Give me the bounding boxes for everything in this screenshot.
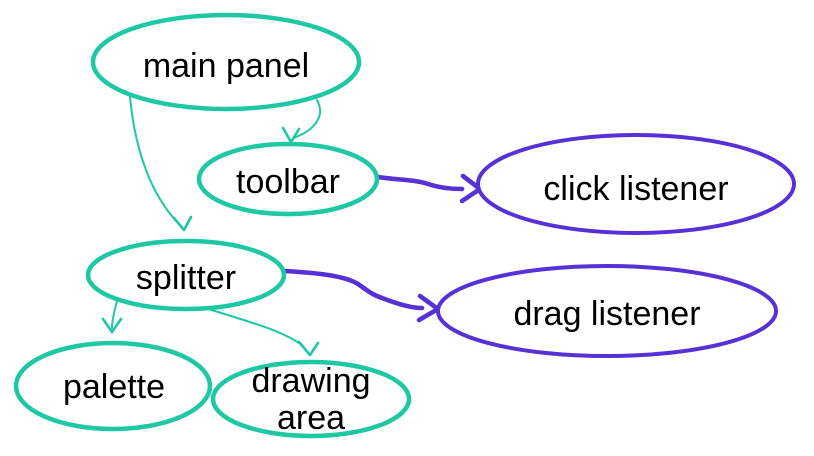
edge-toolbar-to-click-listener[interactable]: [375, 173, 483, 204]
edge-line: [281, 268, 425, 311]
node-drag-listener[interactable]: drag listener: [436, 264, 778, 358]
arrowhead-icon: [281, 126, 301, 144]
node-main-panel[interactable]: main panel: [90, 12, 362, 112]
node-toolbar[interactable]: toolbar: [196, 141, 380, 217]
edge-splitter-to-drawing-area[interactable]: [204, 307, 320, 357]
node-click-listener-label: click listener: [543, 170, 728, 208]
edge-splitter-to-palette[interactable]: [101, 300, 123, 334]
node-drawing-area-shape: [210, 359, 412, 439]
node-main-panel-label: main panel: [143, 47, 309, 85]
node-palette-label: palette: [63, 368, 165, 406]
node-drag-listener-label: drag listener: [513, 295, 700, 333]
node-drawing-area-label-line1: drawing: [251, 362, 370, 400]
node-splitter-shape: [85, 238, 287, 312]
node-toolbar-label: toolbar: [236, 163, 340, 201]
edge-line: [129, 96, 181, 226]
edge-main-panel-to-toolbar[interactable]: [281, 99, 322, 144]
edge-line: [293, 99, 322, 139]
node-palette-shape: [13, 340, 213, 432]
arrowhead-icon: [101, 317, 123, 334]
edge-line: [375, 174, 465, 192]
node-drawing-area[interactable]: drawing area: [210, 359, 412, 439]
node-drag-listener-shape: [436, 264, 778, 358]
node-toolbar-shape: [196, 141, 380, 217]
edge-splitter-to-drag-listener[interactable]: [281, 268, 441, 323]
arrowhead-icon: [172, 215, 193, 232]
node-main-panel-shape: [90, 12, 362, 112]
node-click-listener-shape: [476, 133, 796, 235]
edge-main-panel-to-splitter[interactable]: [129, 96, 193, 232]
arrowhead-icon: [297, 340, 320, 357]
node-drawing-area-label-line2: area: [277, 399, 345, 437]
edge-line: [111, 300, 118, 329]
edge-line: [204, 307, 304, 347]
node-click-listener[interactable]: click listener: [476, 133, 796, 235]
node-palette[interactable]: palette: [13, 340, 213, 432]
node-splitter-label: splitter: [136, 259, 236, 297]
node-splitter[interactable]: splitter: [85, 238, 287, 312]
